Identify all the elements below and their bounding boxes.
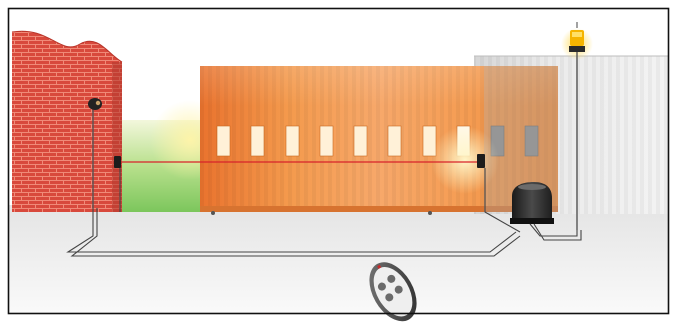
brick-pillar xyxy=(12,31,122,212)
ground xyxy=(8,205,669,314)
gate-motor xyxy=(510,182,554,224)
photocell-receiver xyxy=(477,154,485,168)
photocell-transmitter xyxy=(114,156,121,168)
